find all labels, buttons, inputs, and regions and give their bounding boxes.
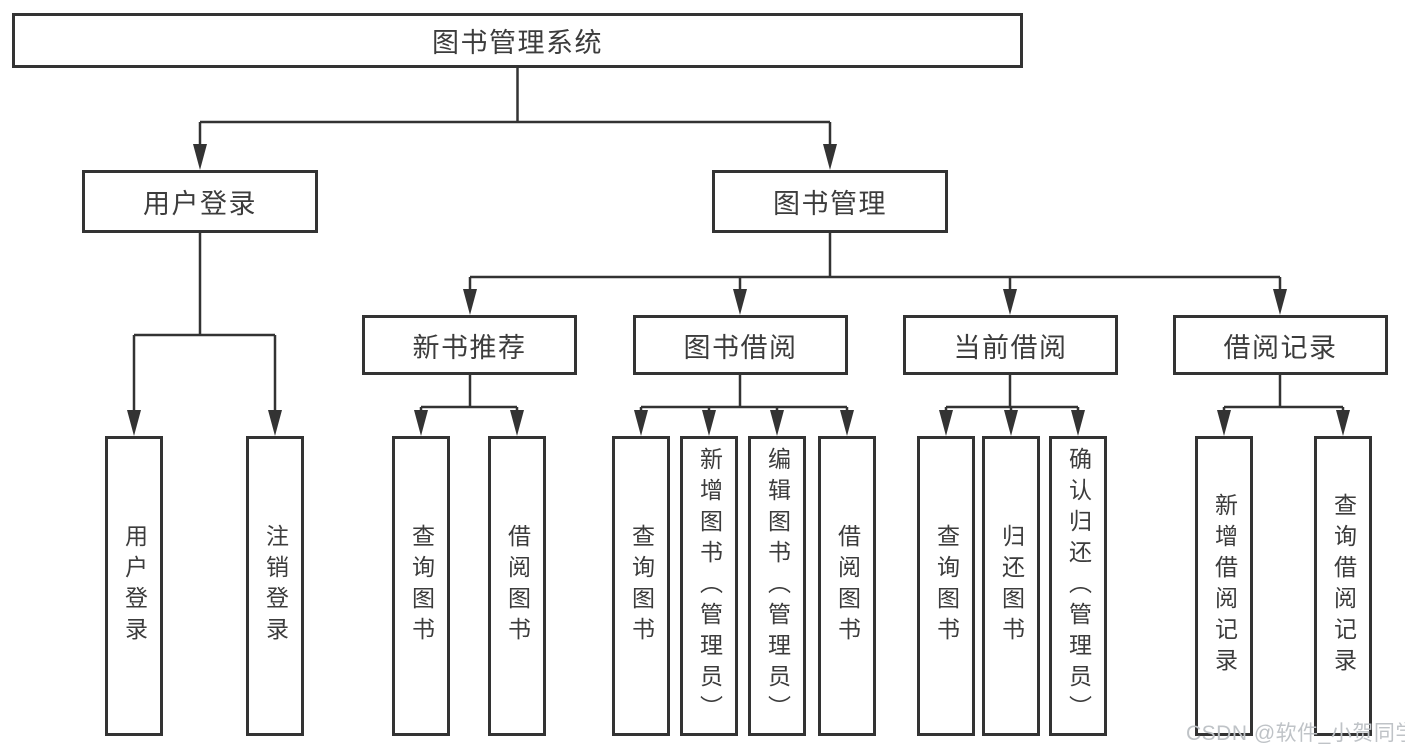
leaf-borrow-books-borrow: 借阅图书 (818, 436, 876, 736)
node-current-borrow-label: 当前借阅 (953, 332, 1068, 363)
arrowhead-icon (634, 410, 648, 436)
leaf-query-books-current-label: 查询图书 (933, 524, 960, 648)
node-book-management: 图书管理 (712, 170, 948, 233)
leaf-query-books-current: 查询图书 (917, 436, 975, 736)
leaf-confirm-return-admin: 确认归还（管理员） (1049, 436, 1107, 736)
leaf-query-borrow-record: 查询借阅记录 (1314, 436, 1372, 736)
leaf-logout: 注销登录 (246, 436, 304, 736)
leaf-borrow-books-borrow-label: 借阅图书 (834, 524, 861, 648)
arrowhead-icon (1004, 410, 1018, 436)
arrowhead-icon (414, 410, 428, 436)
connector-borrow-records-children (1222, 375, 1345, 411)
node-new-book-recommend-label: 新书推荐 (412, 332, 527, 363)
arrowhead-icon (1003, 289, 1017, 315)
leaf-query-books-recommend: 查询图书 (392, 436, 450, 736)
leaf-user-login: 用户登录 (105, 436, 163, 736)
leaf-add-books-admin-label: 新增图书（管理员） (696, 446, 723, 726)
leaf-return-books: 归还图书 (982, 436, 1040, 736)
arrowhead-icon (733, 289, 747, 315)
connector-new-book-recommend-children (419, 375, 519, 411)
node-borrow-records-label: 借阅记录 (1223, 332, 1338, 363)
leaf-logout-label: 注销登录 (262, 524, 289, 648)
leaf-borrow-books-recommend: 借阅图书 (488, 436, 546, 736)
leaf-add-books-admin: 新增图书（管理员） (680, 436, 738, 736)
leaf-query-borrow-record-label: 查询借阅记录 (1330, 493, 1357, 679)
leaf-query-books-recommend-label: 查询图书 (408, 524, 435, 648)
arrowhead-icon (463, 289, 477, 315)
arrowhead-icon (1273, 289, 1287, 315)
leaf-return-books-label: 归还图书 (998, 524, 1025, 648)
leaf-edit-books-admin: 编辑图书（管理员） (748, 436, 806, 736)
node-book-management-label: 图书管理 (773, 189, 887, 219)
leaf-user-login-label: 用户登录 (121, 524, 148, 648)
node-book-borrow: 图书借阅 (633, 315, 848, 375)
node-user-login: 用户登录 (82, 170, 318, 233)
node-borrow-records: 借阅记录 (1173, 315, 1388, 375)
leaf-edit-books-admin-label: 编辑图书（管理员） (764, 446, 791, 726)
leaf-query-books-borrow: 查询图书 (612, 436, 670, 736)
node-library-system-label: 图书管理系统 (432, 28, 603, 58)
arrowhead-icon (1336, 410, 1350, 436)
arrowhead-icon (1217, 410, 1231, 436)
arrowhead-icon (823, 144, 837, 170)
connector-user-login-children (132, 233, 277, 411)
node-new-book-recommend: 新书推荐 (362, 315, 577, 375)
connector-book-management-children (468, 233, 1282, 290)
arrowhead-icon (1071, 410, 1085, 436)
csdn-watermark: CSDN @软件_小贺同学 (1186, 722, 1405, 745)
leaf-borrow-books-recommend-label: 借阅图书 (504, 524, 531, 648)
arrowhead-icon (510, 410, 524, 436)
arrowhead-icon (840, 410, 854, 436)
arrowhead-icon (193, 144, 207, 170)
node-current-borrow: 当前借阅 (903, 315, 1118, 375)
connector-book-borrow-children (639, 375, 849, 411)
arrowhead-icon (268, 410, 282, 436)
arrowhead-icon (127, 410, 141, 436)
node-library-system: 图书管理系统 (12, 13, 1023, 68)
node-user-login-label: 用户登录 (143, 189, 257, 219)
arrowhead-icon (939, 410, 953, 436)
leaf-add-borrow-record-label: 新增借阅记录 (1211, 493, 1238, 679)
leaf-query-books-borrow-label: 查询图书 (628, 524, 655, 648)
leaf-confirm-return-admin-label: 确认归还（管理员） (1065, 446, 1092, 726)
arrowhead-icon (702, 410, 716, 436)
arrowhead-icon (770, 410, 784, 436)
leaf-add-borrow-record: 新增借阅记录 (1195, 436, 1253, 736)
connector-root-to-level2 (198, 68, 832, 145)
node-book-borrow-label: 图书借阅 (683, 332, 798, 363)
connector-current-borrow-children (944, 375, 1080, 411)
